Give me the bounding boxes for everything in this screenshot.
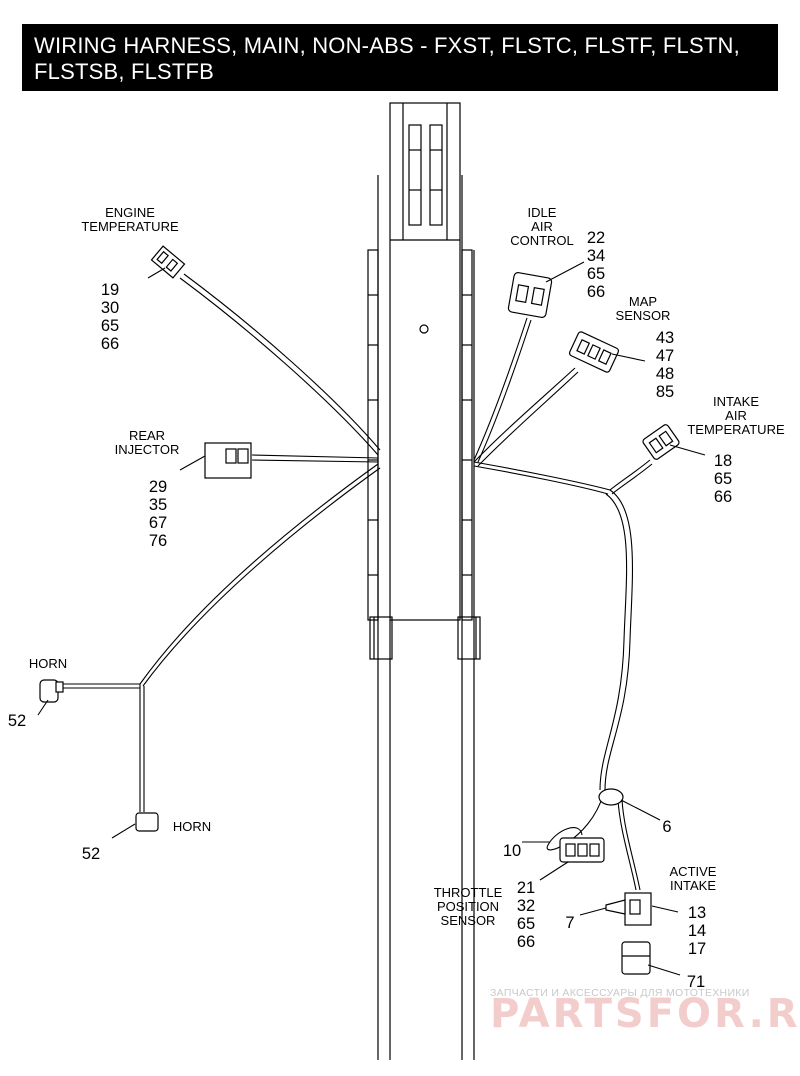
svg-text:HORN: HORN (173, 819, 211, 834)
map-sensor-label: MAP SENSOR 43 47 48 85 (616, 294, 675, 401)
frame-backbone (367, 102, 481, 1060)
svg-text:65: 65 (587, 265, 605, 283)
svg-text:66: 66 (517, 933, 535, 951)
svg-text:17: 17 (688, 940, 706, 958)
svg-text:INTAKE: INTAKE (670, 878, 716, 893)
svg-text:52: 52 (82, 845, 100, 863)
svg-text:85: 85 (656, 383, 674, 401)
svg-text:SENSOR: SENSOR (616, 308, 671, 323)
svg-text:AIR: AIR (531, 219, 553, 234)
harness-wires (62, 273, 653, 891)
active-intake-label: ACTIVE INTAKE 13 14 17 (670, 864, 717, 958)
callout-cap: 71 (687, 973, 705, 991)
svg-text:65: 65 (101, 317, 119, 335)
callout-loop: 10 (503, 842, 521, 860)
idle-air-control-label: IDLE AIR CONTROL 22 34 65 66 (510, 205, 605, 301)
svg-text:TEMPERATURE: TEMPERATURE (687, 422, 785, 437)
svg-text:48: 48 (656, 365, 674, 383)
svg-text:76: 76 (149, 532, 167, 550)
watermark-tagline: ЗАПЧАСТИ И АКСЕССУАРЫ ДЛЯ МОТОТЕХНИКИ (490, 987, 750, 999)
svg-text:INTAKE: INTAKE (713, 394, 759, 409)
svg-text:REAR: REAR (129, 428, 165, 443)
svg-text:21: 21 (517, 879, 535, 897)
throttle-position-sensor-label: THROTTLE POSITION SENSOR 21 32 65 66 (434, 879, 535, 951)
callout-clip: 6 (662, 818, 671, 836)
engine-temperature-connector (150, 245, 186, 279)
rear-injector-label: REAR INJECTOR 29 35 67 76 (115, 428, 180, 550)
callout-actuator: 7 (565, 914, 574, 932)
callout-numbers: 6 10 7 71 (503, 818, 705, 991)
horn-upper-connector (39, 679, 64, 703)
svg-text:19: 19 (101, 281, 119, 299)
svg-text:18: 18 (714, 452, 732, 470)
leader-lines (37, 261, 706, 976)
svg-text:35: 35 (149, 496, 167, 514)
idle-air-control-connector (507, 272, 553, 318)
svg-text:65: 65 (517, 915, 535, 933)
engine-temperature-label: ENGINE TEMPERATURE 19 30 65 66 (81, 205, 179, 353)
svg-text:66: 66 (101, 335, 119, 353)
svg-text:ACTIVE: ACTIVE (670, 864, 717, 879)
watermark-brand: PARTSFOR.RU (490, 991, 800, 1037)
svg-text:MAP: MAP (629, 294, 657, 309)
map-sensor-connector (568, 331, 620, 373)
watermark: ЗАПЧАСТИ И АКСЕССУАРЫ ДЛЯ МОТОТЕХНИКИ PA… (490, 987, 800, 1037)
svg-text:INJECTOR: INJECTOR (115, 442, 180, 457)
rear-injector-connector (204, 442, 252, 479)
intake-air-temperature-label: INTAKE AIR TEMPERATURE 18 65 66 (687, 394, 785, 506)
svg-text:14: 14 (688, 922, 706, 940)
svg-text:43: 43 (656, 329, 674, 347)
svg-text:13: 13 (688, 904, 706, 922)
svg-text:SENSOR: SENSOR (441, 913, 496, 928)
svg-text:CONTROL: CONTROL (510, 233, 574, 248)
svg-text:65: 65 (714, 470, 732, 488)
intake-air-temperature-connector (642, 424, 680, 460)
throttle-position-connector (559, 837, 605, 863)
wire-clip (598, 788, 624, 806)
diagram-title: WIRING HARNESS, MAIN, NON-ABS - FXST, FL… (22, 24, 778, 91)
svg-text:29: 29 (149, 478, 167, 496)
horn-lower-connector (135, 812, 159, 832)
active-intake-cap (621, 941, 651, 975)
svg-text:TEMPERATURE: TEMPERATURE (81, 219, 179, 234)
svg-text:30: 30 (101, 299, 119, 317)
svg-text:34: 34 (587, 247, 605, 265)
svg-text:66: 66 (587, 283, 605, 301)
svg-text:52: 52 (8, 712, 26, 730)
active-intake-actuator (605, 892, 652, 926)
svg-text:AIR: AIR (725, 408, 747, 423)
svg-text:67: 67 (149, 514, 167, 532)
svg-text:POSITION: POSITION (437, 899, 499, 914)
svg-text:ENGINE: ENGINE (105, 205, 155, 220)
svg-text:HORN: HORN (29, 656, 67, 671)
svg-text:THROTTLE: THROTTLE (434, 885, 503, 900)
svg-text:47: 47 (656, 347, 674, 365)
svg-text:32: 32 (517, 897, 535, 915)
horn-lower-label: HORN 52 (82, 819, 211, 863)
horn-upper-label: HORN 52 (8, 656, 67, 730)
svg-text:IDLE: IDLE (528, 205, 557, 220)
svg-text:22: 22 (587, 229, 605, 247)
svg-text:66: 66 (714, 488, 732, 506)
